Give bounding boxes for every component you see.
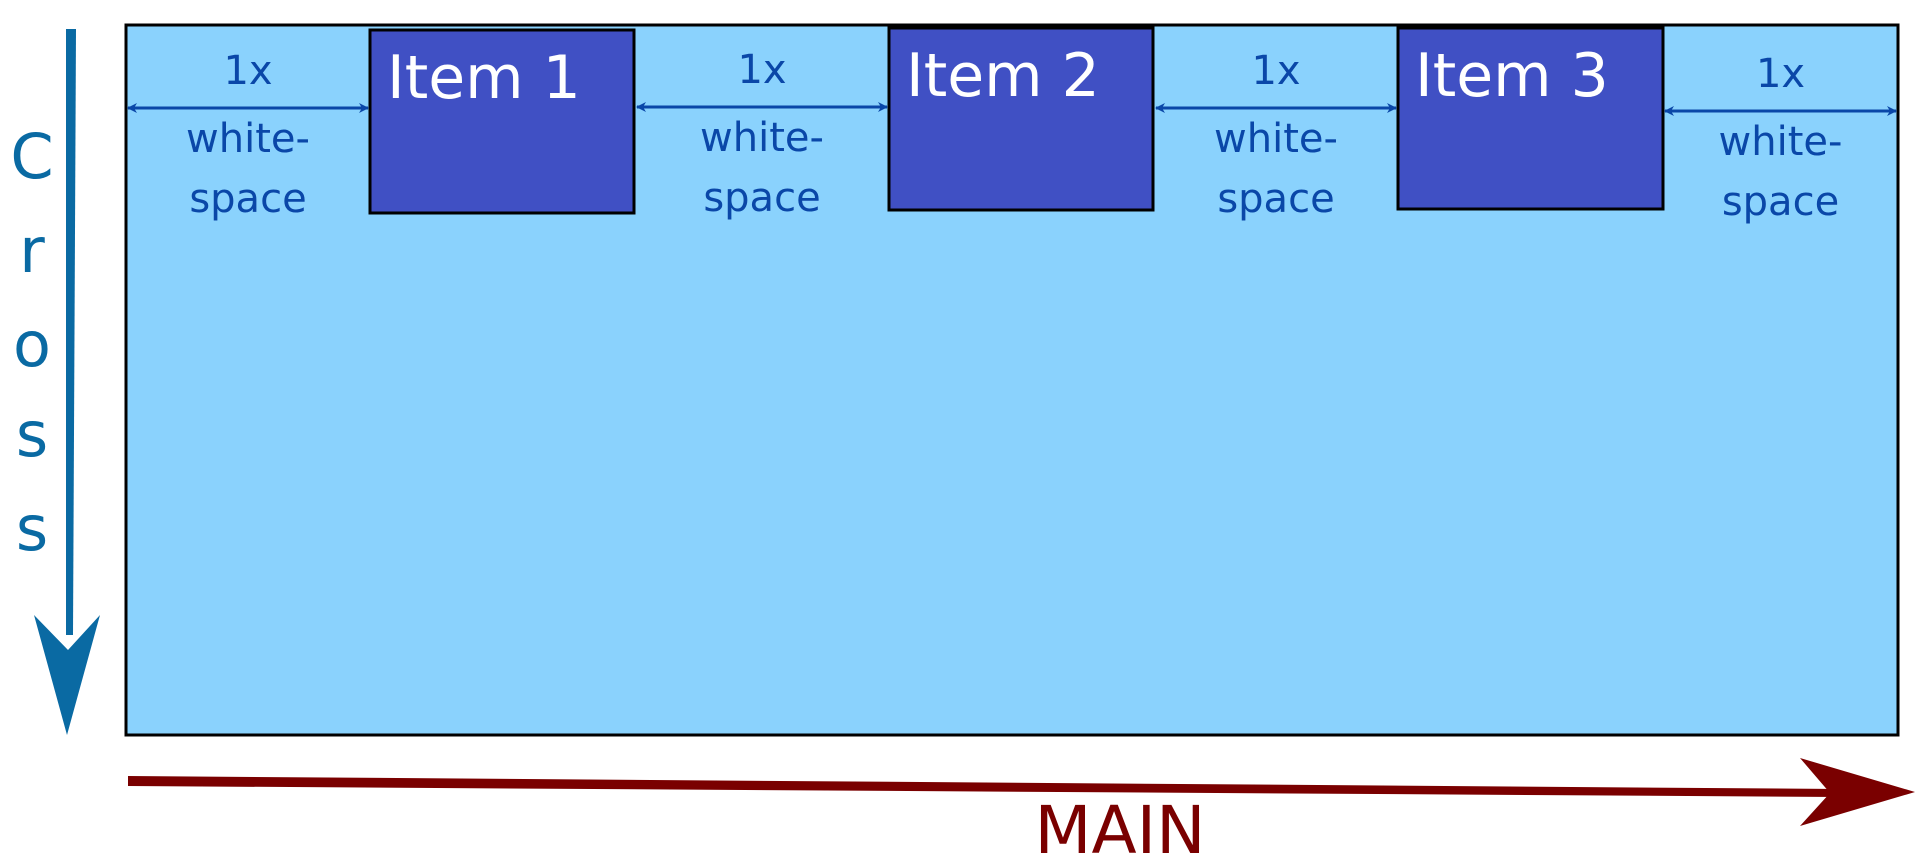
whitespace-label: 1x	[223, 48, 272, 94]
whitespace-gap: 1x white-space	[1664, 51, 1897, 225]
item-2: Item 2	[887, 26, 1155, 212]
whitespace-gap: 1x white-space	[636, 47, 888, 221]
whitespace-label: 1x	[1251, 48, 1300, 94]
whitespace-label: space	[1722, 179, 1839, 225]
whitespace-label: 1x	[1756, 51, 1805, 97]
item-1: Item 1	[368, 28, 636, 215]
main-axis-arrow	[128, 758, 1915, 826]
whitespace-label: white-	[1214, 116, 1338, 162]
cross-letter: s	[16, 398, 48, 471]
main-axis-label: MAIN	[1035, 792, 1206, 862]
item-label: Item 2	[906, 41, 1100, 111]
whitespace-label: 1x	[737, 47, 786, 93]
whitespace-label: white-	[700, 115, 824, 161]
cross-axis-arrow	[34, 29, 100, 735]
whitespace-label: space	[703, 175, 820, 221]
whitespace-label: white-	[1719, 119, 1843, 165]
cross-letter: s	[16, 492, 48, 565]
whitespace-gap: 1x white-space	[127, 48, 369, 222]
item-label: Item 3	[1415, 41, 1609, 111]
whitespace-gap: 1x white-space	[1155, 48, 1397, 222]
cross-letter: C	[10, 120, 53, 193]
cross-letter: r	[19, 214, 45, 287]
cross-letter: o	[13, 308, 51, 381]
item-label: Item 1	[387, 43, 581, 113]
whitespace-label: space	[189, 176, 306, 222]
cross-axis-label: C r o s s	[10, 120, 53, 565]
whitespace-label: space	[1217, 176, 1334, 222]
item-3: Item 3	[1396, 26, 1665, 211]
whitespace-label: white-	[186, 116, 310, 162]
